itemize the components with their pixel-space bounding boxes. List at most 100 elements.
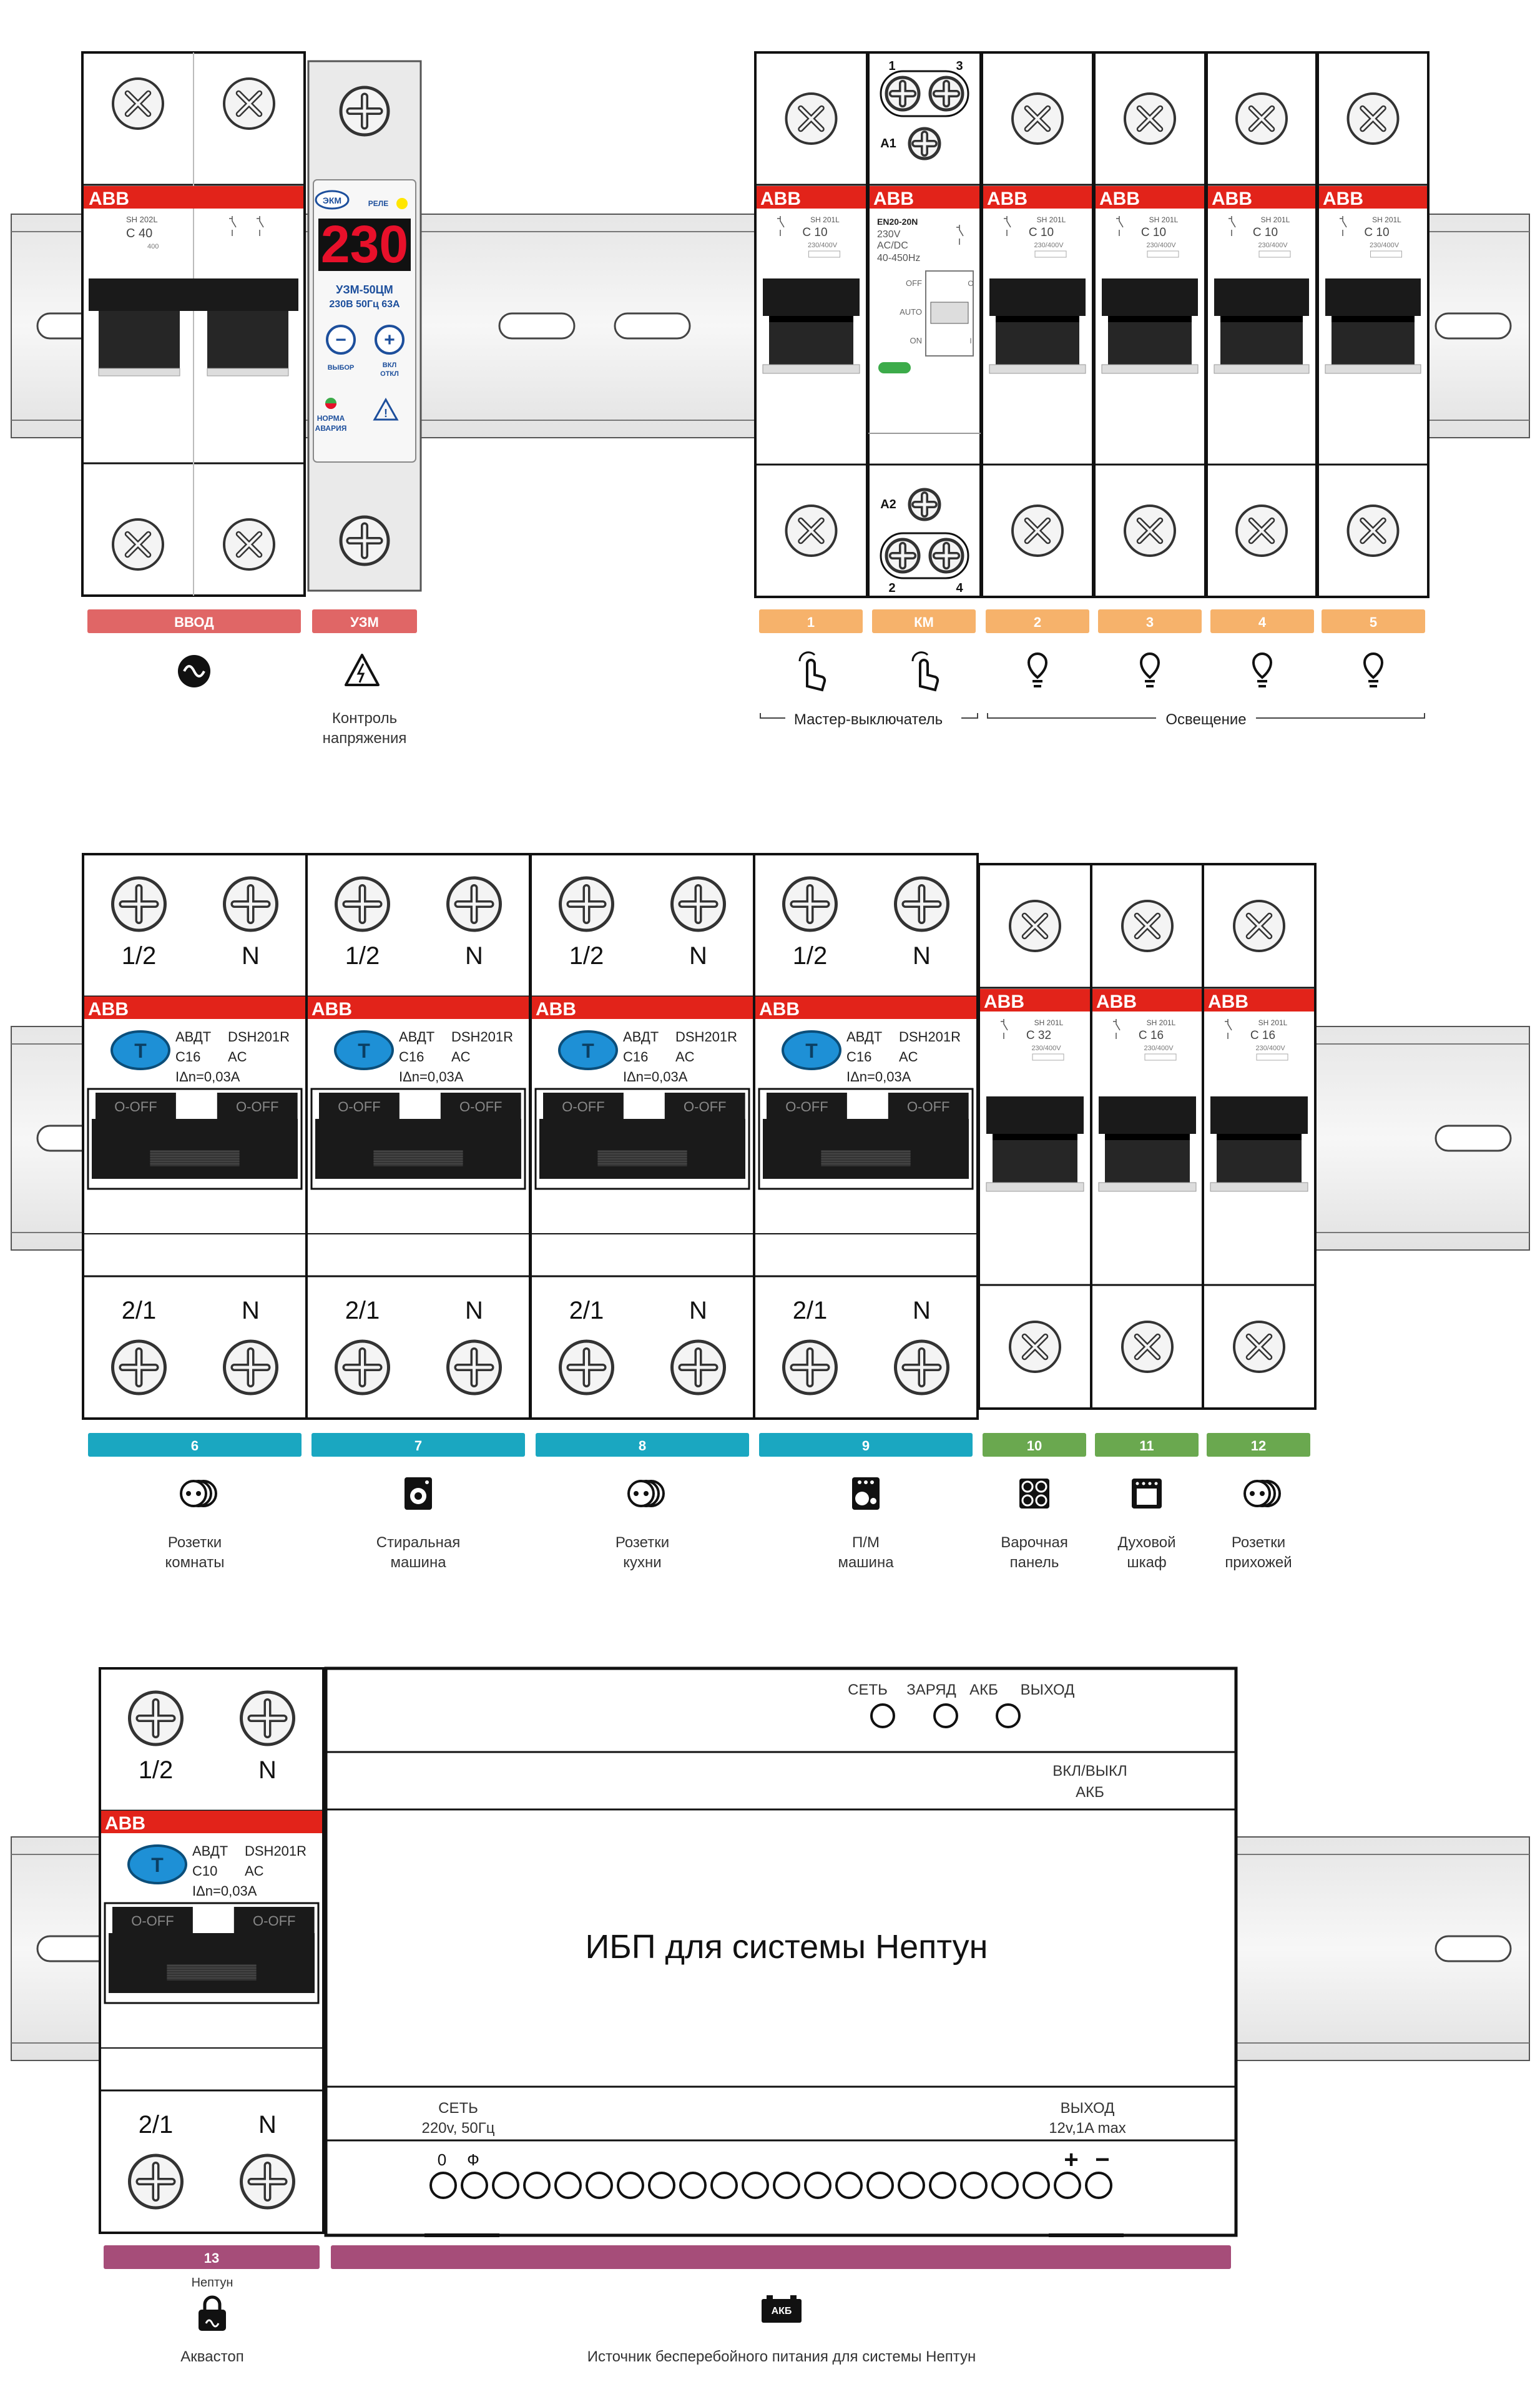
lever-body[interactable] [1220,316,1303,365]
relay-display [318,219,411,271]
lever-body[interactable] [109,1933,315,1993]
terminal-socket[interactable] [648,2172,675,2199]
lever-left[interactable] [767,1093,847,1119]
terminal-socket[interactable] [773,2172,800,2199]
test-button[interactable] [782,1030,841,1070]
abb-logo: ABB [1208,992,1248,1012]
brace-line [987,713,1425,719]
lever-right[interactable] [440,1093,521,1119]
terminal-label: N [913,942,931,970]
terminal-socket[interactable] [1023,2172,1050,2199]
lever-body[interactable] [1105,1134,1190,1183]
lever-top[interactable] [986,1096,1084,1134]
test-button[interactable] [110,1030,170,1070]
terminal-socket[interactable] [960,2172,988,2199]
lever-right[interactable] [217,1093,298,1119]
lever-body[interactable] [996,316,1079,365]
terminal-socket[interactable] [617,2172,644,2199]
lever-left[interactable] [96,1093,176,1119]
pole-path [257,216,264,236]
icon-terminal [790,2295,797,2299]
lever-top[interactable] [1210,1096,1308,1134]
lever-body[interactable] [993,1134,1077,1183]
screw-slot [799,107,823,130]
terminal-socket[interactable] [929,2172,956,2199]
terminal-socket[interactable] [429,2172,457,2199]
lever-body[interactable] [1108,316,1192,365]
screw-slot [237,533,261,556]
relay-minus-button[interactable] [326,325,356,355]
rcbo-ac: AC [899,1049,918,1065]
lever-right[interactable] [233,1907,315,1933]
lever-shadow [1108,316,1192,322]
terminal-socket[interactable] [898,2172,925,2199]
lever-left[interactable] [319,1093,400,1119]
lever-left[interactable] [112,1907,193,1933]
terminal-socket[interactable] [1085,2172,1112,2199]
icon-base [1145,680,1155,687]
terminal-socket[interactable] [461,2172,488,2199]
terminal-socket[interactable] [586,2172,613,2199]
terminal-socket[interactable] [835,2172,863,2199]
terminal-socket[interactable] [679,2172,707,2199]
icon-window [1137,1489,1157,1505]
test-button[interactable] [558,1030,618,1070]
terminal-socket[interactable] [866,2172,894,2199]
lever-top[interactable] [1102,278,1198,316]
relay-plus-button[interactable] [375,325,405,355]
lever-right[interactable] [664,1093,745,1119]
lever-body[interactable] [763,1119,969,1179]
terminal-socket[interactable] [492,2172,519,2199]
lever-top[interactable] [763,278,860,316]
terminal-socket[interactable] [710,2172,738,2199]
lever-body[interactable] [539,1119,745,1179]
mode-switch-knob[interactable] [930,302,969,324]
test-button[interactable] [334,1030,394,1070]
lever-body[interactable] [1217,1134,1302,1183]
terminal-socket[interactable] [742,2172,769,2199]
terminal-socket[interactable] [991,2172,1019,2199]
lever-top[interactable] [1325,278,1421,316]
lever-body[interactable] [207,311,288,368]
lever-body[interactable] [1332,316,1415,365]
mode-auto-label: AUTO [900,307,922,317]
label-bar [312,609,417,633]
icon-hand [806,659,826,692]
lever-body[interactable] [92,1119,298,1179]
lever-right[interactable] [888,1093,969,1119]
lever-top[interactable] [1214,278,1309,316]
lever-left[interactable] [543,1093,624,1119]
terminal-socket[interactable] [554,2172,582,2199]
terminal-socket[interactable] [523,2172,551,2199]
terminal-socket[interactable] [804,2172,831,2199]
lever-body[interactable] [769,316,853,365]
lever-body[interactable] [99,311,180,368]
lever-top[interactable] [89,278,298,311]
rail-slot [498,312,576,340]
lever-top[interactable] [989,278,1086,316]
lever-top[interactable] [1099,1096,1196,1134]
icon-base [1032,680,1042,687]
rcbo-rating: C16 [175,1049,200,1065]
terminal-socket[interactable] [1054,2172,1081,2199]
test-button[interactable] [127,1844,187,1884]
screw-slot [249,1700,286,1736]
lever-body[interactable] [315,1119,521,1179]
